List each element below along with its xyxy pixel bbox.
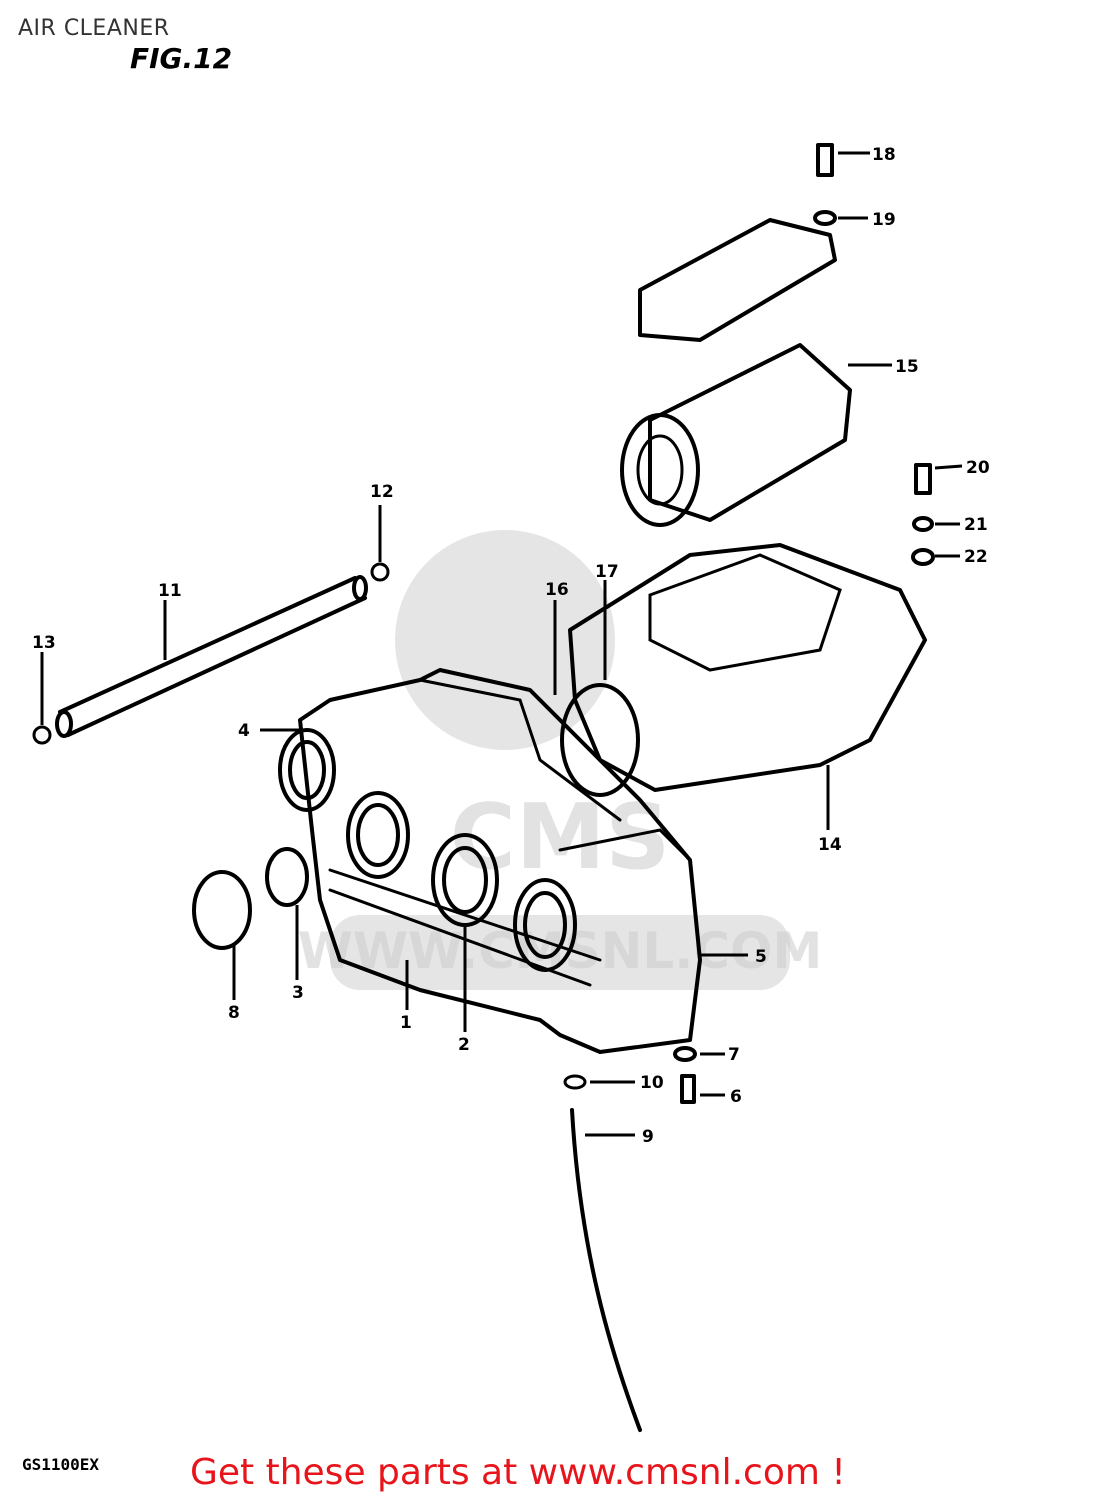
cmsnl-parts-link[interactable]: Get these parts at www.cmsnl.com ! xyxy=(190,1452,846,1493)
part-21-grommet xyxy=(912,516,934,532)
part-14-housing xyxy=(560,543,927,797)
part-9-drain-hose xyxy=(570,1108,642,1432)
part-10-clip xyxy=(563,1074,587,1090)
part-12-clamp xyxy=(370,562,390,582)
figure-label: FIG.12 xyxy=(130,42,233,75)
callout-labels: 1 2 3 4 5 6 7 8 9 10 11 12 13 14 15 16 1… xyxy=(32,145,990,1147)
part-18-screw xyxy=(816,143,834,177)
callout-22: 22 xyxy=(964,547,988,567)
callout-17: 17 xyxy=(595,562,619,582)
callout-21: 21 xyxy=(964,515,988,535)
page-title: AIR CLEANER xyxy=(18,16,170,41)
part-11-hose xyxy=(55,575,368,738)
callout-19: 19 xyxy=(872,210,896,230)
model-code: GS1100EX xyxy=(22,1455,100,1474)
callout-4: 4 xyxy=(238,721,250,741)
part-19-washer xyxy=(813,210,837,226)
callout-7: 7 xyxy=(728,1045,740,1065)
part-22-washer xyxy=(911,548,935,566)
leader-lines xyxy=(40,151,963,1137)
watermark-banner xyxy=(330,915,790,990)
filter-cover xyxy=(638,218,837,342)
part-3-ring xyxy=(265,847,309,907)
part-2-boots xyxy=(278,728,577,972)
callout-5: 5 xyxy=(755,947,767,967)
callout-15: 15 xyxy=(895,357,919,377)
part-6-bolt xyxy=(680,1074,696,1104)
callout-18: 18 xyxy=(872,145,896,165)
part-8-clamp xyxy=(192,870,252,950)
callout-12: 12 xyxy=(370,482,394,502)
callout-1: 1 xyxy=(400,1013,412,1033)
callout-3: 3 xyxy=(292,983,304,1003)
callout-9: 9 xyxy=(642,1127,654,1147)
part-7-washer xyxy=(673,1046,697,1062)
callout-8: 8 xyxy=(228,1003,240,1023)
part-15-filter xyxy=(620,343,852,527)
callout-20: 20 xyxy=(966,458,990,478)
watermark-text: WWW.CMSNL.COM xyxy=(298,922,823,980)
part-13-clamp xyxy=(32,725,52,745)
callout-16: 16 xyxy=(545,580,569,600)
watermark-logo-circle xyxy=(395,530,615,750)
callout-14: 14 xyxy=(818,835,842,855)
callout-2: 2 xyxy=(458,1035,470,1055)
callout-10: 10 xyxy=(640,1073,664,1093)
callout-11: 11 xyxy=(158,581,182,601)
watermark-brand: CMS xyxy=(450,785,670,890)
part-20-bolt xyxy=(914,463,932,495)
callout-6: 6 xyxy=(730,1087,742,1107)
callout-13: 13 xyxy=(32,633,56,653)
